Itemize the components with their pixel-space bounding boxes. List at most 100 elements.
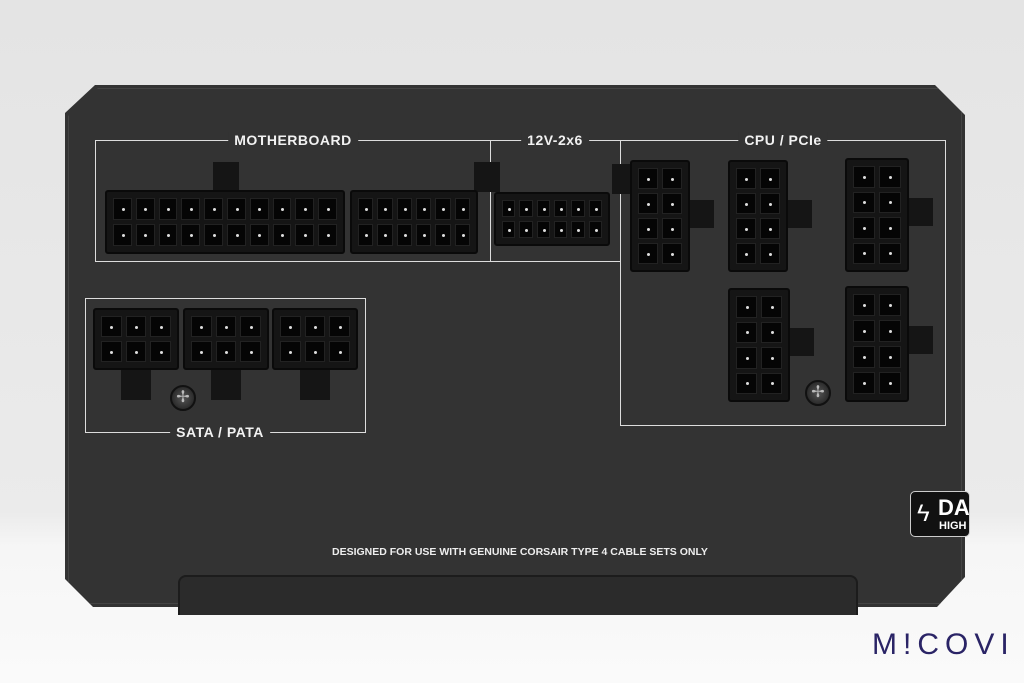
connector-latch: [786, 200, 812, 228]
pin-socket: [853, 242, 875, 264]
pin-socket: [736, 243, 756, 264]
pin-socket: [761, 347, 782, 369]
pin-socket: [736, 168, 756, 189]
pin-socket: [125, 341, 147, 362]
atx-4pin-connector[interactable]: [350, 190, 478, 254]
pin-socket: [280, 341, 301, 362]
pin-socket: [135, 198, 155, 220]
pin-socket: [588, 221, 602, 238]
pin-socket: [638, 168, 658, 189]
cpu-pcie-connector[interactable]: [630, 160, 690, 272]
pin-socket: [454, 224, 470, 246]
pin-socket: [358, 198, 374, 220]
pin-socket: [638, 243, 658, 264]
pin-socket: [125, 316, 147, 337]
pin-socket: [736, 321, 757, 343]
connector-latch: [907, 198, 933, 226]
screw-icon: ✢: [805, 380, 831, 406]
pin-socket: [761, 296, 782, 318]
pin-socket: [280, 316, 301, 337]
pin-socket: [215, 341, 237, 362]
pin-socket: [760, 193, 780, 214]
pin-socket: [879, 320, 901, 342]
pin-socket: [240, 341, 261, 362]
pin-socket: [101, 316, 122, 337]
pin-socket: [519, 200, 533, 217]
pin-socket: [204, 224, 223, 246]
cpu-pcie-connector[interactable]: [845, 286, 909, 402]
pin-socket: [304, 316, 326, 337]
pin-socket: [435, 224, 451, 246]
pin-socket: [329, 341, 350, 362]
pin-socket: [502, 221, 516, 238]
badge: ϟ DA HIGH: [910, 491, 970, 537]
pin-socket: [761, 372, 782, 394]
sata-connector[interactable]: [272, 308, 358, 370]
cpu-pcie-connector[interactable]: [728, 160, 788, 272]
screw-icon: ✢: [170, 385, 196, 411]
pin-socket: [377, 198, 393, 220]
pin-socket: [295, 198, 315, 220]
pin-socket: [415, 198, 432, 220]
pin-socket: [454, 198, 470, 220]
pin-socket: [736, 296, 757, 318]
pin-socket: [662, 193, 682, 214]
pin-socket: [536, 200, 550, 217]
12v-2x6-connector[interactable]: [494, 192, 610, 246]
pin-socket: [329, 316, 350, 337]
pin-socket: [295, 224, 315, 246]
pin-socket: [760, 243, 780, 264]
pin-socket: [249, 224, 269, 246]
pin-socket: [662, 168, 682, 189]
pin-socket: [191, 316, 212, 337]
atx-20pin-connector[interactable]: [105, 190, 345, 254]
pin-socket: [761, 321, 782, 343]
motherboard-label: MOTHERBOARD: [228, 132, 358, 148]
pin-socket: [853, 166, 875, 188]
connector-latch: [213, 162, 239, 192]
pin-socket: [396, 224, 412, 246]
divider: [490, 140, 491, 262]
pin-socket: [150, 316, 171, 337]
pin-socket: [553, 221, 568, 238]
pin-socket: [553, 200, 568, 217]
pin-socket: [519, 221, 533, 238]
pin-socket: [272, 224, 292, 246]
pin-socket: [736, 347, 757, 369]
pin-socket: [181, 224, 201, 246]
pin-socket: [272, 198, 292, 220]
lightning-icon: ϟ: [917, 500, 930, 527]
pin-socket: [358, 224, 374, 246]
12v-2x6-label: 12V-2x6: [521, 132, 589, 148]
sata-connector[interactable]: [93, 308, 179, 370]
cpu-pcie-connector[interactable]: [728, 288, 790, 402]
pin-socket: [879, 372, 901, 394]
pin-socket: [638, 193, 658, 214]
sata-pata-label: SATA / PATA: [170, 424, 270, 440]
pin-socket: [736, 193, 756, 214]
pin-socket: [853, 346, 875, 368]
pin-socket: [588, 200, 602, 217]
pin-socket: [879, 166, 901, 188]
pin-socket: [662, 243, 682, 264]
pin-socket: [879, 346, 901, 368]
pin-socket: [879, 294, 901, 316]
pin-socket: [150, 341, 171, 362]
panel-foot: [178, 575, 858, 615]
notice-text: DESIGNED FOR USE WITH GENUINE CORSAIR TY…: [332, 546, 708, 558]
pin-socket: [536, 221, 550, 238]
pin-socket: [113, 198, 132, 220]
pin-socket: [760, 218, 780, 239]
pin-socket: [571, 200, 585, 217]
pin-socket: [760, 168, 780, 189]
pin-socket: [396, 198, 412, 220]
pin-socket: [435, 198, 451, 220]
sata-connector[interactable]: [183, 308, 269, 370]
cpu-pcie-connector[interactable]: [845, 158, 909, 272]
pin-socket: [249, 198, 269, 220]
badge-line2: HIGH: [939, 520, 967, 532]
pin-socket: [101, 341, 122, 362]
pin-socket: [240, 316, 261, 337]
pin-socket: [377, 224, 393, 246]
pin-socket: [204, 198, 223, 220]
